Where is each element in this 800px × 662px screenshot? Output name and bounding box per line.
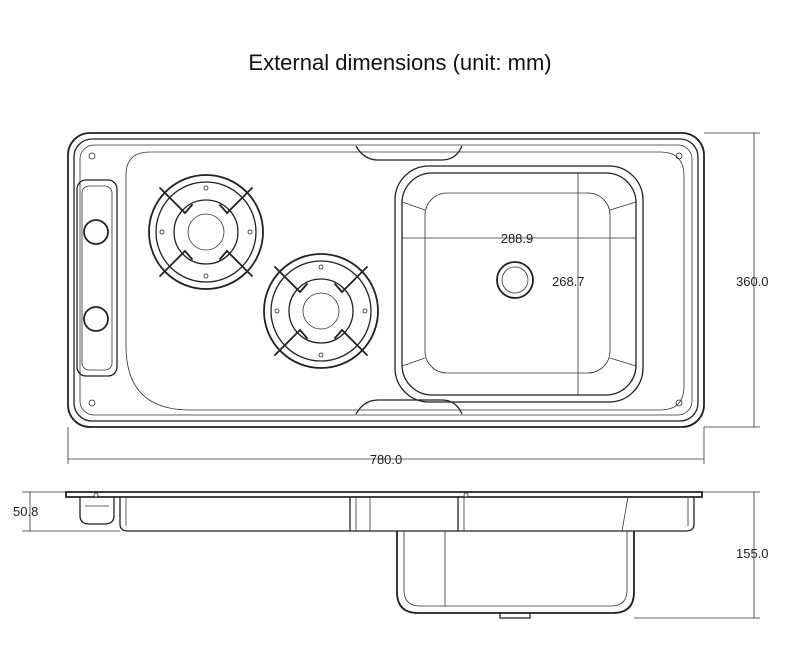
side-view: 50.8 155.0 bbox=[13, 491, 769, 619]
burner-left bbox=[148, 174, 264, 290]
side-tray bbox=[119, 497, 695, 532]
top-view: 288.9 268.7 780.0 360.0 bbox=[67, 132, 769, 467]
side-drain bbox=[499, 613, 531, 619]
burner-ring bbox=[270, 260, 372, 362]
page-title: External dimensions (unit: mm) bbox=[248, 50, 552, 75]
burner-ring bbox=[155, 181, 257, 283]
total-height-label: 155.0 bbox=[736, 546, 769, 561]
sink-wall-line bbox=[401, 201, 426, 211]
outer-rim bbox=[67, 132, 705, 428]
side-sink-inner bbox=[403, 531, 628, 607]
drain-icon bbox=[496, 261, 534, 299]
side-slope-line bbox=[621, 496, 629, 532]
drain-inner-icon bbox=[501, 266, 529, 294]
flame-port-icon bbox=[274, 308, 280, 314]
burner-ring bbox=[263, 253, 379, 369]
grate-icon bbox=[159, 187, 253, 277]
grate-icon bbox=[274, 266, 368, 356]
burner-center bbox=[302, 292, 340, 330]
flame-port-icon bbox=[247, 229, 253, 235]
side-sink bbox=[396, 531, 635, 614]
screw-icon bbox=[88, 399, 96, 407]
top-notch bbox=[355, 145, 463, 161]
width-label: 780.0 bbox=[370, 452, 403, 467]
flame-port-icon bbox=[318, 264, 324, 270]
sink-rim-inner bbox=[401, 172, 637, 396]
burner-ring bbox=[148, 174, 264, 290]
screw-icon bbox=[675, 152, 683, 160]
tray-edge bbox=[79, 144, 693, 416]
burner-cap bbox=[288, 278, 354, 344]
control-panel bbox=[76, 179, 118, 377]
side-knob bbox=[79, 497, 115, 525]
sink-wall-line bbox=[609, 357, 637, 367]
side-lip bbox=[65, 491, 703, 498]
screw-icon bbox=[93, 492, 99, 498]
sink-depth-label: 268.7 bbox=[552, 274, 585, 289]
sink-rim-outer bbox=[394, 165, 644, 403]
depth-label: 360.0 bbox=[736, 274, 769, 289]
sink-wall-line bbox=[401, 357, 426, 367]
burner-cap bbox=[173, 199, 239, 265]
inner-rim bbox=[73, 138, 699, 422]
burner-right bbox=[263, 253, 379, 369]
grate-prong-icon bbox=[299, 283, 343, 339]
sink-basin bbox=[394, 165, 644, 403]
sink-wall-line bbox=[609, 201, 637, 211]
burner-center bbox=[187, 213, 225, 251]
sink-width-label: 288.9 bbox=[501, 231, 534, 246]
flame-port-icon bbox=[362, 308, 368, 314]
bottom-notch bbox=[355, 399, 463, 415]
flame-port-icon bbox=[318, 352, 324, 358]
screw-icon bbox=[88, 152, 96, 160]
knob-icon bbox=[83, 219, 109, 245]
knob-icon bbox=[83, 306, 109, 332]
grate-prong-icon bbox=[184, 204, 228, 260]
control-panel-inner bbox=[81, 185, 113, 371]
screw-icon bbox=[463, 492, 469, 498]
flame-port-icon bbox=[203, 273, 209, 279]
top-height-label: 50.8 bbox=[13, 504, 38, 519]
flame-port-icon bbox=[203, 185, 209, 191]
flame-port-icon bbox=[159, 229, 165, 235]
hob-plate bbox=[125, 151, 685, 411]
sink-floor bbox=[424, 192, 611, 374]
